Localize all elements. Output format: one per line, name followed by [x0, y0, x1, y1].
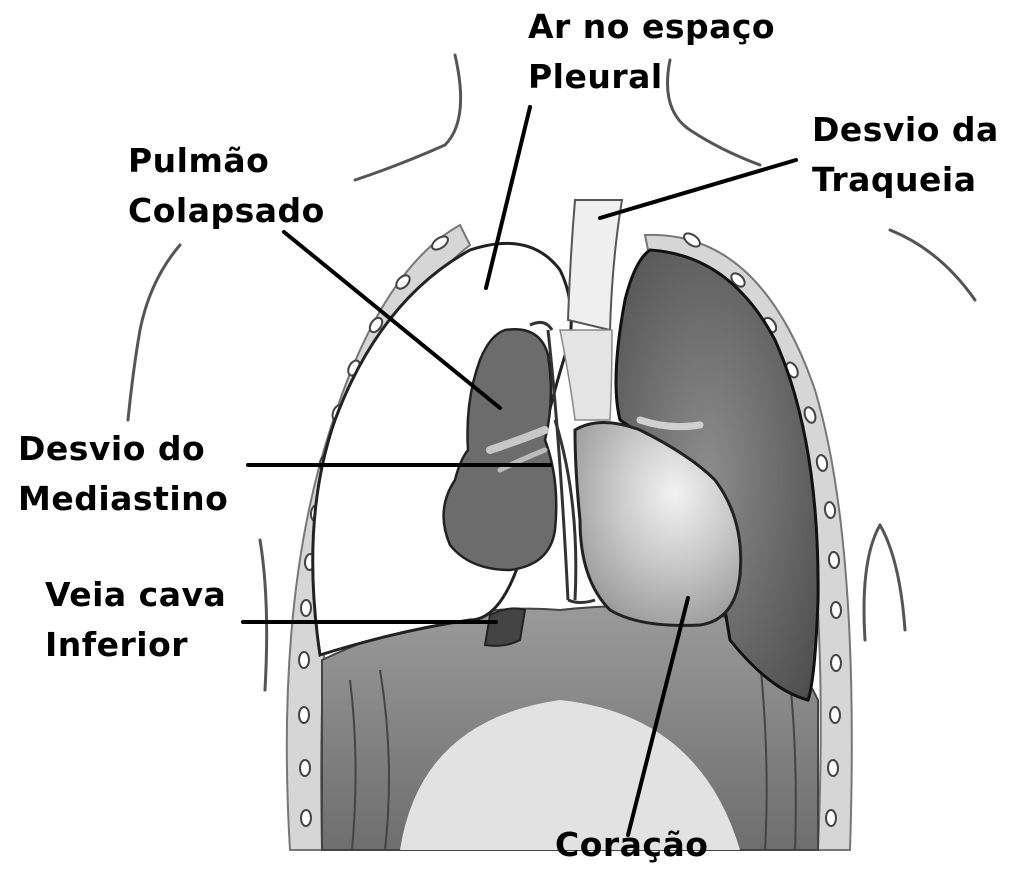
label-line: Pulmão	[128, 136, 325, 186]
label-mediastinum-shift: Desvio do Mediastino	[18, 424, 228, 524]
label-trachea-shift: Desvio da Traqueia	[812, 105, 999, 205]
label-line: Pleural	[528, 52, 775, 102]
label-line: Coração	[555, 820, 708, 870]
label-line: Traqueia	[812, 155, 999, 205]
label-line: Ar no espaço	[528, 2, 775, 52]
trachea	[560, 200, 622, 420]
inferior-vena-cava	[485, 608, 525, 645]
label-inferior-vena-cava: Veia cava Inferior	[45, 570, 226, 670]
label-line: Inferior	[45, 620, 226, 670]
label-line: Desvio do	[18, 424, 228, 474]
label-collapsed-lung: Pulmão Colapsado	[128, 136, 325, 236]
label-line: Veia cava	[45, 570, 226, 620]
label-pleural-air: Ar no espaço Pleural	[528, 2, 775, 102]
label-heart: Coração	[555, 820, 708, 870]
label-line: Desvio da	[812, 105, 999, 155]
label-line: Colapsado	[128, 186, 325, 236]
label-line: Mediastino	[18, 474, 228, 524]
